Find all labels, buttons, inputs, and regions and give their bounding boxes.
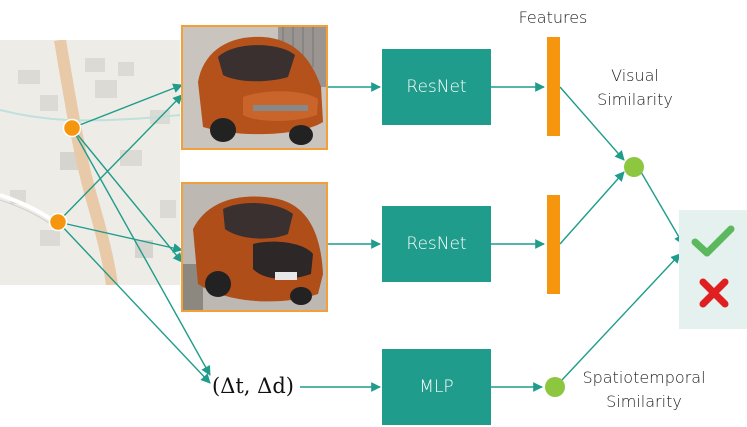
visual-similarity-label: Visual Similarity <box>580 64 690 112</box>
car-image-front <box>181 25 328 150</box>
mlp-box: MLP <box>382 349 491 425</box>
location-dot-bottom <box>48 212 68 232</box>
spatiotemporal-line2: Similarity <box>606 392 682 411</box>
cross-icon <box>699 278 729 308</box>
features-label: Features <box>518 8 588 27</box>
visual-similarity-line1: Visual <box>611 66 659 85</box>
resnet-box-bottom: ResNet <box>382 206 491 282</box>
feature-bar-bottom <box>547 195 560 294</box>
car-image-rear <box>181 182 328 312</box>
car-rear-illustration <box>183 184 326 310</box>
delta-input-label: (Δt, Δd) <box>212 374 294 398</box>
visual-similarity-node <box>624 157 644 177</box>
car-front-illustration <box>183 27 326 148</box>
resnet-box-top: ResNet <box>382 49 491 125</box>
location-dot-top <box>62 118 82 138</box>
spatiotemporal-similarity-node <box>545 377 565 397</box>
visual-similarity-line2: Similarity <box>597 90 673 109</box>
check-icon <box>691 225 735 257</box>
spatiotemporal-line1: Spatiotemporal <box>582 368 706 387</box>
map-background <box>0 40 180 285</box>
feature-bar-top <box>547 37 560 136</box>
result-panel <box>679 210 747 329</box>
spatiotemporal-similarity-label: Spatiotemporal Similarity <box>572 366 716 414</box>
